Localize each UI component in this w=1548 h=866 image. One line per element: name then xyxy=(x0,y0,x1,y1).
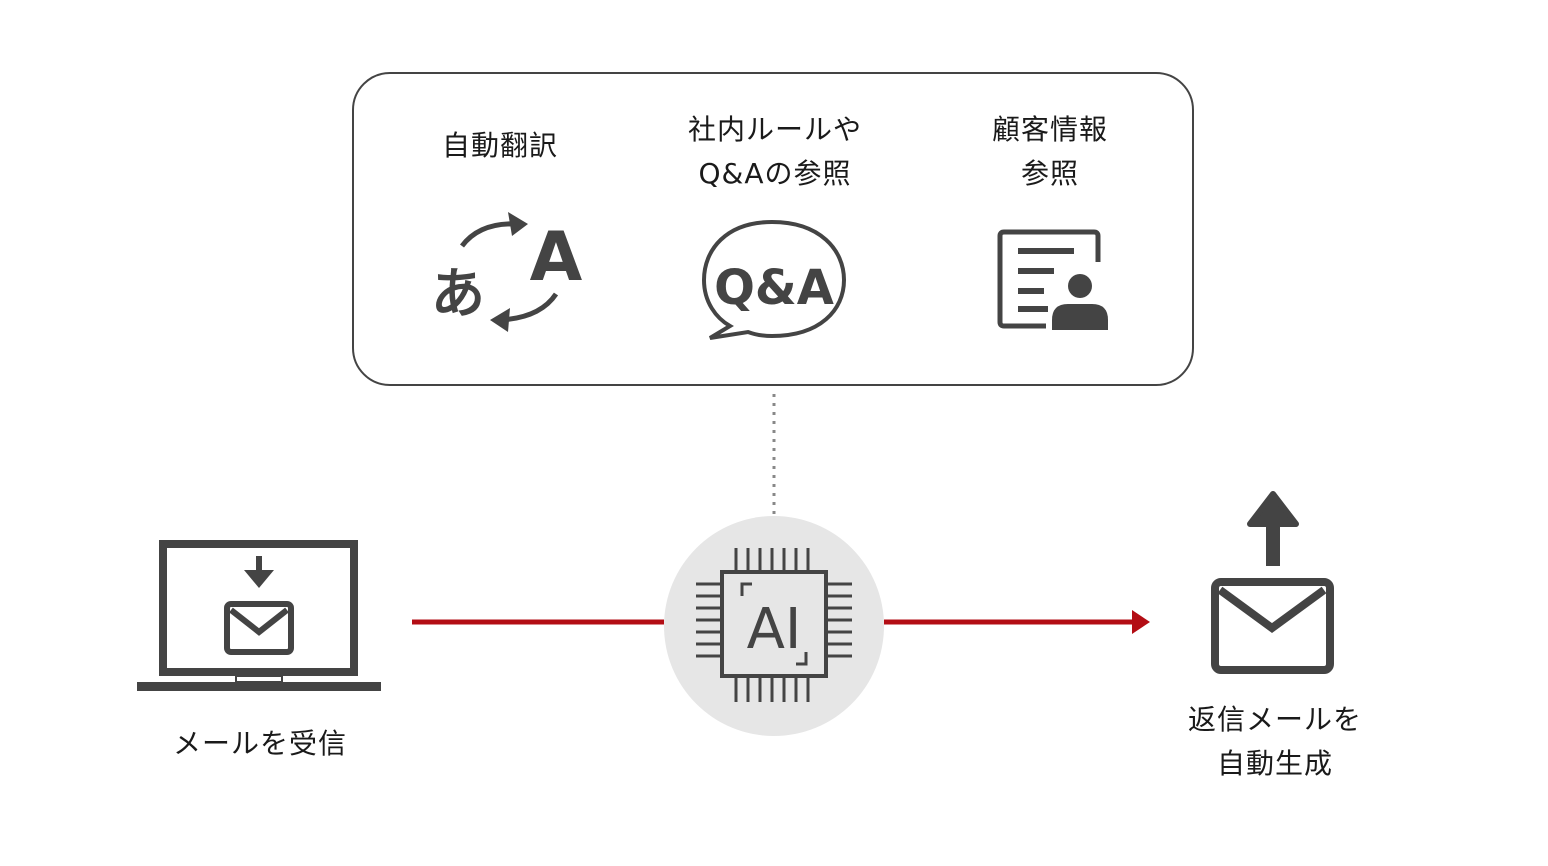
reply-mail-label: 返信メールを 自動生成 xyxy=(1187,703,1362,780)
feature-label-customer: 顧客情報 参照 xyxy=(991,113,1108,190)
send-mail-icon xyxy=(1211,491,1334,674)
ai-chip-icon: AI xyxy=(664,516,884,736)
translate-icon-en-char: A xyxy=(530,218,583,297)
receive-mail-label: メールを受信 xyxy=(172,727,347,760)
translate-icon-ja-char: あ xyxy=(431,262,485,325)
laptop-mail-icon xyxy=(137,540,381,691)
feature-label-translate: 自動翻訳 xyxy=(441,129,558,162)
qa-bubble-text: Q&A xyxy=(714,260,834,316)
flow-arrow-head xyxy=(1132,610,1150,634)
customer-profile-icon xyxy=(997,229,1108,330)
feature-label-rules: 社内ルールや Q&Aの参照 xyxy=(687,113,862,190)
qa-bubble-icon: Q&A xyxy=(701,219,847,340)
features-panel xyxy=(352,72,1194,386)
translate-icon: あ A xyxy=(431,212,583,332)
ai-chip-text: AI xyxy=(747,597,802,662)
